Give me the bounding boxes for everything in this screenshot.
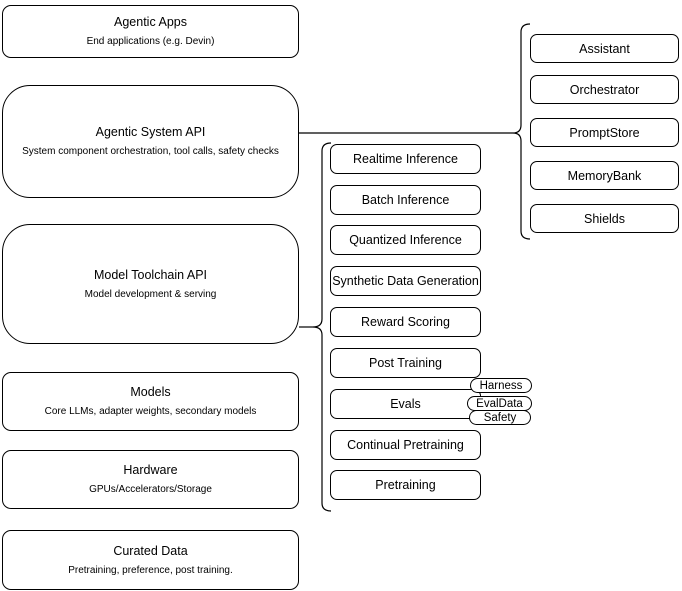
node-model-toolchain-api: Model Toolchain API Model development & … <box>2 224 299 344</box>
node-label: Orchestrator <box>569 82 640 97</box>
node-label: Reward Scoring <box>361 315 450 329</box>
node-subtitle: Core LLMs, adapter weights, secondary mo… <box>44 406 257 417</box>
node-agentic-apps: Agentic Apps End applications (e.g. Devi… <box>2 5 299 58</box>
node-curated-data: Curated Data Pretraining, preference, po… <box>2 530 299 590</box>
node-post-training: Post Training <box>330 348 481 378</box>
node-label: Quantized Inference <box>349 233 462 247</box>
node-title: Models <box>130 385 171 399</box>
node-promptstore: PromptStore <box>530 118 679 147</box>
node-label: Assistant <box>579 41 630 56</box>
node-label: Post Training <box>369 356 442 370</box>
node-label: Realtime Inference <box>353 152 458 166</box>
node-title: Agentic System API <box>95 125 206 139</box>
node-title: Model Toolchain API <box>93 267 208 282</box>
node-orchestrator: Orchestrator <box>530 75 679 104</box>
node-label: MemoryBank <box>567 168 642 183</box>
node-subtitle: System component orchestration, tool cal… <box>22 146 279 157</box>
node-label: Continual Pretraining <box>347 438 464 452</box>
node-label: Evals <box>390 397 421 411</box>
node-subtitle: GPUs/Accelerators/Storage <box>89 484 212 495</box>
node-title: Curated Data <box>113 543 188 558</box>
node-batch-inference: Batch Inference <box>330 185 481 215</box>
node-agentic-system-api: Agentic System API System component orch… <box>2 85 299 198</box>
toolchain-group-brace <box>312 142 332 512</box>
node-reward-scoring: Reward Scoring <box>330 307 481 337</box>
node-label: PromptStore <box>569 125 640 140</box>
node-label: Shields <box>584 211 625 226</box>
node-label: Batch Inference <box>361 193 450 207</box>
tag-label: Harness <box>479 379 523 392</box>
tag-safety: Safety <box>469 410 531 425</box>
system-group-brace <box>512 23 531 240</box>
tag-label: EvalData <box>476 397 523 410</box>
node-subtitle: Pretraining, preference, post training. <box>68 564 233 576</box>
node-title: Agentic Apps <box>114 15 187 29</box>
node-quantized-inference: Quantized Inference <box>330 225 481 255</box>
node-hardware: Hardware GPUs/Accelerators/Storage <box>2 450 299 509</box>
node-assistant: Assistant <box>530 34 679 63</box>
node-title: Hardware <box>123 463 178 477</box>
node-label: Synthetic Data Generation <box>332 274 479 288</box>
node-synthetic-data-generation: Synthetic Data Generation <box>330 266 481 296</box>
node-evals: Evals <box>330 389 481 419</box>
tag-evaldata: EvalData <box>467 396 532 411</box>
node-realtime-inference: Realtime Inference <box>330 144 481 174</box>
tag-harness: Harness <box>470 378 532 393</box>
node-memorybank: MemoryBank <box>530 161 679 190</box>
node-label: Pretraining <box>375 478 436 492</box>
node-continual-pretraining: Continual Pretraining <box>330 430 481 460</box>
node-models: Models Core LLMs, adapter weights, secon… <box>2 372 299 431</box>
node-subtitle: Model development & serving <box>84 288 217 300</box>
tag-label: Safety <box>483 411 517 424</box>
node-subtitle: End applications (e.g. Devin) <box>86 36 215 47</box>
node-pretraining: Pretraining <box>330 470 481 500</box>
node-shields: Shields <box>530 204 679 233</box>
